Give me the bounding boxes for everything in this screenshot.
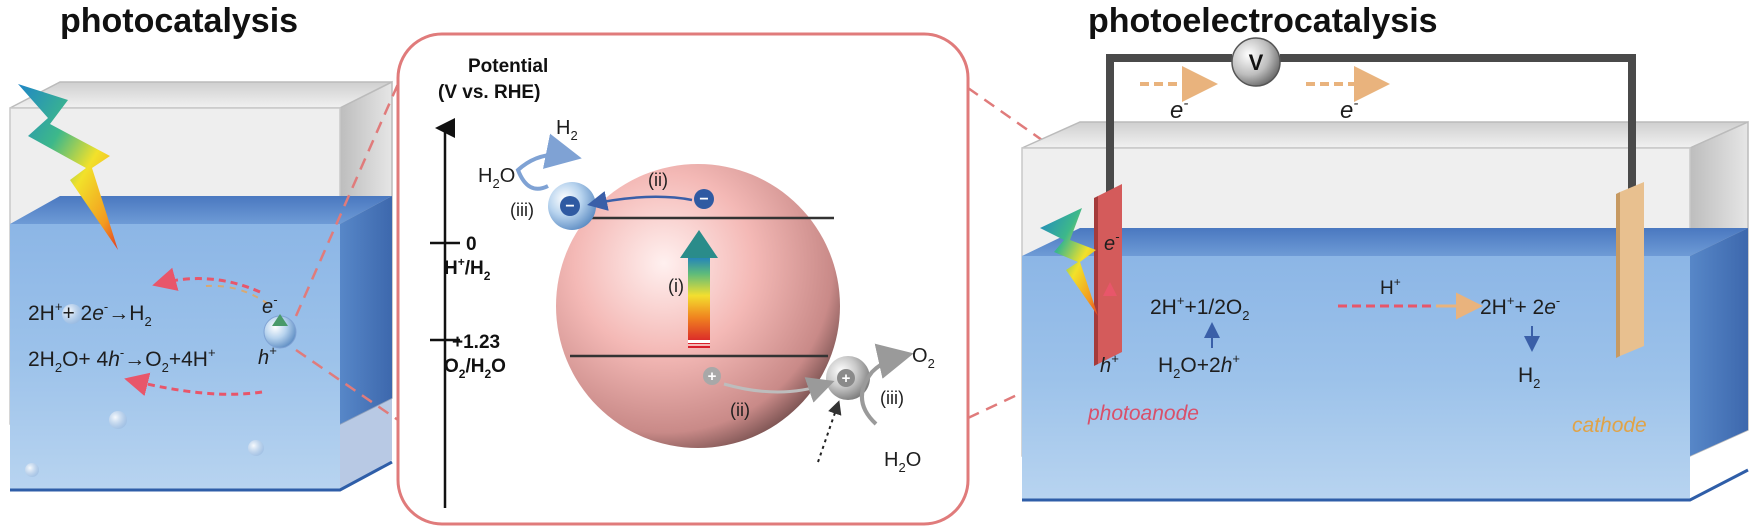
- proton-label: H+: [1380, 275, 1401, 299]
- h2o-oxidation-reactant: H2O: [884, 449, 921, 475]
- left-electron-label: e-: [262, 292, 278, 318]
- hole-scavenger-arrow: [817, 400, 842, 463]
- title-photoelectrocatalysis: photoelectrocatalysis: [1088, 2, 1438, 40]
- bubble-3: [248, 440, 264, 456]
- left-reduction-equation: 2H++ 2e-→H2: [28, 299, 152, 329]
- wire-electron-label-1: e-: [1170, 95, 1188, 124]
- surface-hole-icon: [837, 369, 855, 387]
- oer-arrow: [859, 343, 914, 426]
- bulk-electron-icon: [694, 189, 714, 209]
- bulk-hole-sign: +: [708, 368, 717, 385]
- tick-1-23-label: +1.23: [452, 332, 500, 353]
- photoanode-electron-label: e-: [1104, 229, 1120, 255]
- left-reaction-arrows: [124, 267, 269, 397]
- tick-0-label: 0: [466, 234, 477, 255]
- photoanode-hole-label: h+: [1100, 351, 1119, 377]
- photoanode-plate: [1094, 184, 1122, 366]
- bubble-1: [62, 304, 82, 324]
- right-cell: [1021, 120, 1749, 502]
- h2-product: H2: [556, 117, 578, 143]
- left-hole-label: h+: [258, 343, 277, 369]
- potential-axis: [430, 118, 460, 508]
- bulk-electron-sign: −: [699, 191, 708, 208]
- anode-reactant-equation: H2O+2h+: [1158, 351, 1240, 381]
- surface-electron-sign: −: [565, 198, 574, 215]
- anode-product-equation: 2H++1/2O2: [1150, 293, 1249, 323]
- cathode-plate: [1616, 182, 1644, 358]
- axis-title-unit: (V vs. RHE): [438, 82, 540, 103]
- step-iii-electron: (iii): [510, 200, 534, 220]
- cathode-product: H2: [1518, 364, 1540, 391]
- photoanode-label: photoanode: [1087, 402, 1199, 425]
- cathode-reactant-equation: 2H++ 2e-: [1480, 293, 1560, 319]
- step-i-label: (i): [668, 276, 684, 296]
- excitation-arrow: [680, 230, 718, 348]
- external-circuit: [1106, 54, 1636, 196]
- bubble-2: [109, 411, 127, 429]
- h2o-reactant: H2O: [478, 165, 515, 191]
- tick-1-23-couple: O2/H2O: [444, 356, 506, 381]
- electron-minus-icon: [560, 196, 580, 216]
- o2-product: O2: [912, 345, 935, 371]
- cathode-label: cathode: [1572, 414, 1647, 437]
- zoom-lines-left: [294, 83, 400, 422]
- step-ii-hole: (ii): [730, 400, 750, 420]
- wire-electron-label-2: e-: [1340, 95, 1358, 124]
- step-iii-hole: (iii): [880, 388, 904, 408]
- tick-0-couple: H+/H2: [444, 255, 491, 283]
- axis-title: Potential: [468, 56, 548, 77]
- left-oxidation-equation: 2H2O+ 4h-→O2+4H+: [28, 345, 216, 375]
- her-arrow: [515, 133, 582, 191]
- voltmeter-label: V: [1249, 50, 1264, 75]
- lightning-bolt-icon: [18, 84, 118, 250]
- surface-hole-sign: +: [842, 370, 851, 387]
- bubble-4: [25, 463, 39, 477]
- title-photocatalysis: photocatalysis: [60, 2, 299, 40]
- step-ii-electron: (ii): [648, 170, 668, 190]
- hole-plus-icon: [703, 367, 721, 385]
- voltmeter-icon: [1231, 37, 1281, 87]
- hole-transfer-arrow: [723, 377, 835, 403]
- lightning-bolt-icon: [1040, 208, 1098, 316]
- electron-transfer-arrow: [587, 191, 693, 211]
